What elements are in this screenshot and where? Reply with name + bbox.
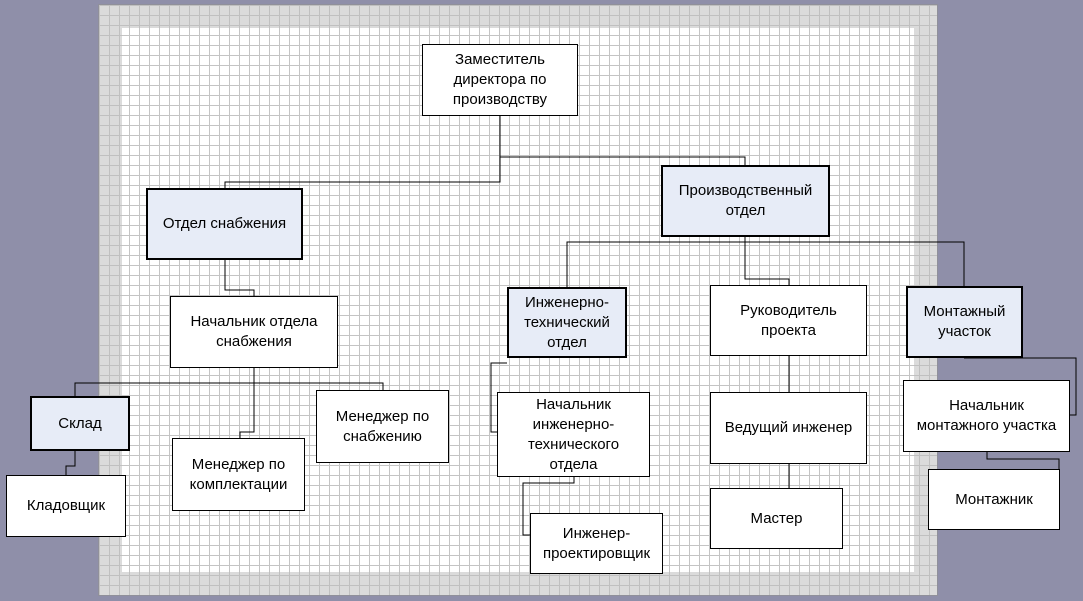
- connector-production-to-engineering: [566, 237, 746, 287]
- connector-deputy-to-supply: [224, 116, 501, 188]
- connector-engineering-head-to-designer: [522, 477, 575, 536]
- node-assembly-section[interactable]: Монтажный участок: [906, 286, 1023, 358]
- page-margin-bottom: [98, 572, 938, 596]
- connector-head-to-supply-manager: [253, 368, 384, 390]
- node-supply-department[interactable]: Отдел снабжения: [146, 188, 303, 260]
- page-margin-top: [98, 4, 938, 28]
- connector-assembly-to-head: [964, 357, 1077, 416]
- node-head-of-engineering[interactable]: Начальник инженерно- технического отдела: [497, 392, 650, 477]
- node-engineering-department[interactable]: Инженерно- технический отдел: [507, 287, 627, 358]
- node-deputy-director[interactable]: Заместитель директора по производству: [422, 44, 578, 116]
- connector-production-to-assembly: [744, 237, 965, 286]
- connector-engineering-to-head: [490, 362, 507, 433]
- node-installer[interactable]: Монтажник: [928, 469, 1060, 530]
- node-head-of-supply[interactable]: Начальник отдела снабжения: [170, 296, 338, 368]
- node-picking-manager[interactable]: Менеджер по комплектации: [172, 438, 305, 511]
- node-warehouse[interactable]: Склад: [30, 396, 130, 451]
- node-head-of-assembly[interactable]: Начальник монтажного участка: [903, 380, 1070, 452]
- node-foreman[interactable]: Мастер: [710, 488, 843, 549]
- connector-head-to-picking-manager: [239, 368, 255, 438]
- node-lead-engineer[interactable]: Ведущий инженер: [710, 392, 867, 464]
- node-design-engineer[interactable]: Инженер- проектировщик: [530, 513, 663, 574]
- connector-production-to-project: [744, 237, 790, 285]
- connector-deputy-to-production: [499, 116, 746, 165]
- connector-warehouse-to-storekeeper: [65, 451, 76, 475]
- connector-supply-to-head: [224, 260, 255, 296]
- node-production-department[interactable]: Производственный отдел: [661, 165, 830, 237]
- node-project-manager[interactable]: Руководитель проекта: [710, 285, 867, 356]
- connector-assembly-head-to-installer: [986, 452, 1060, 469]
- node-storekeeper[interactable]: Кладовщик: [6, 475, 126, 537]
- node-supply-manager[interactable]: Менеджер по снабжению: [316, 390, 449, 463]
- connector-head-to-warehouse: [74, 368, 255, 396]
